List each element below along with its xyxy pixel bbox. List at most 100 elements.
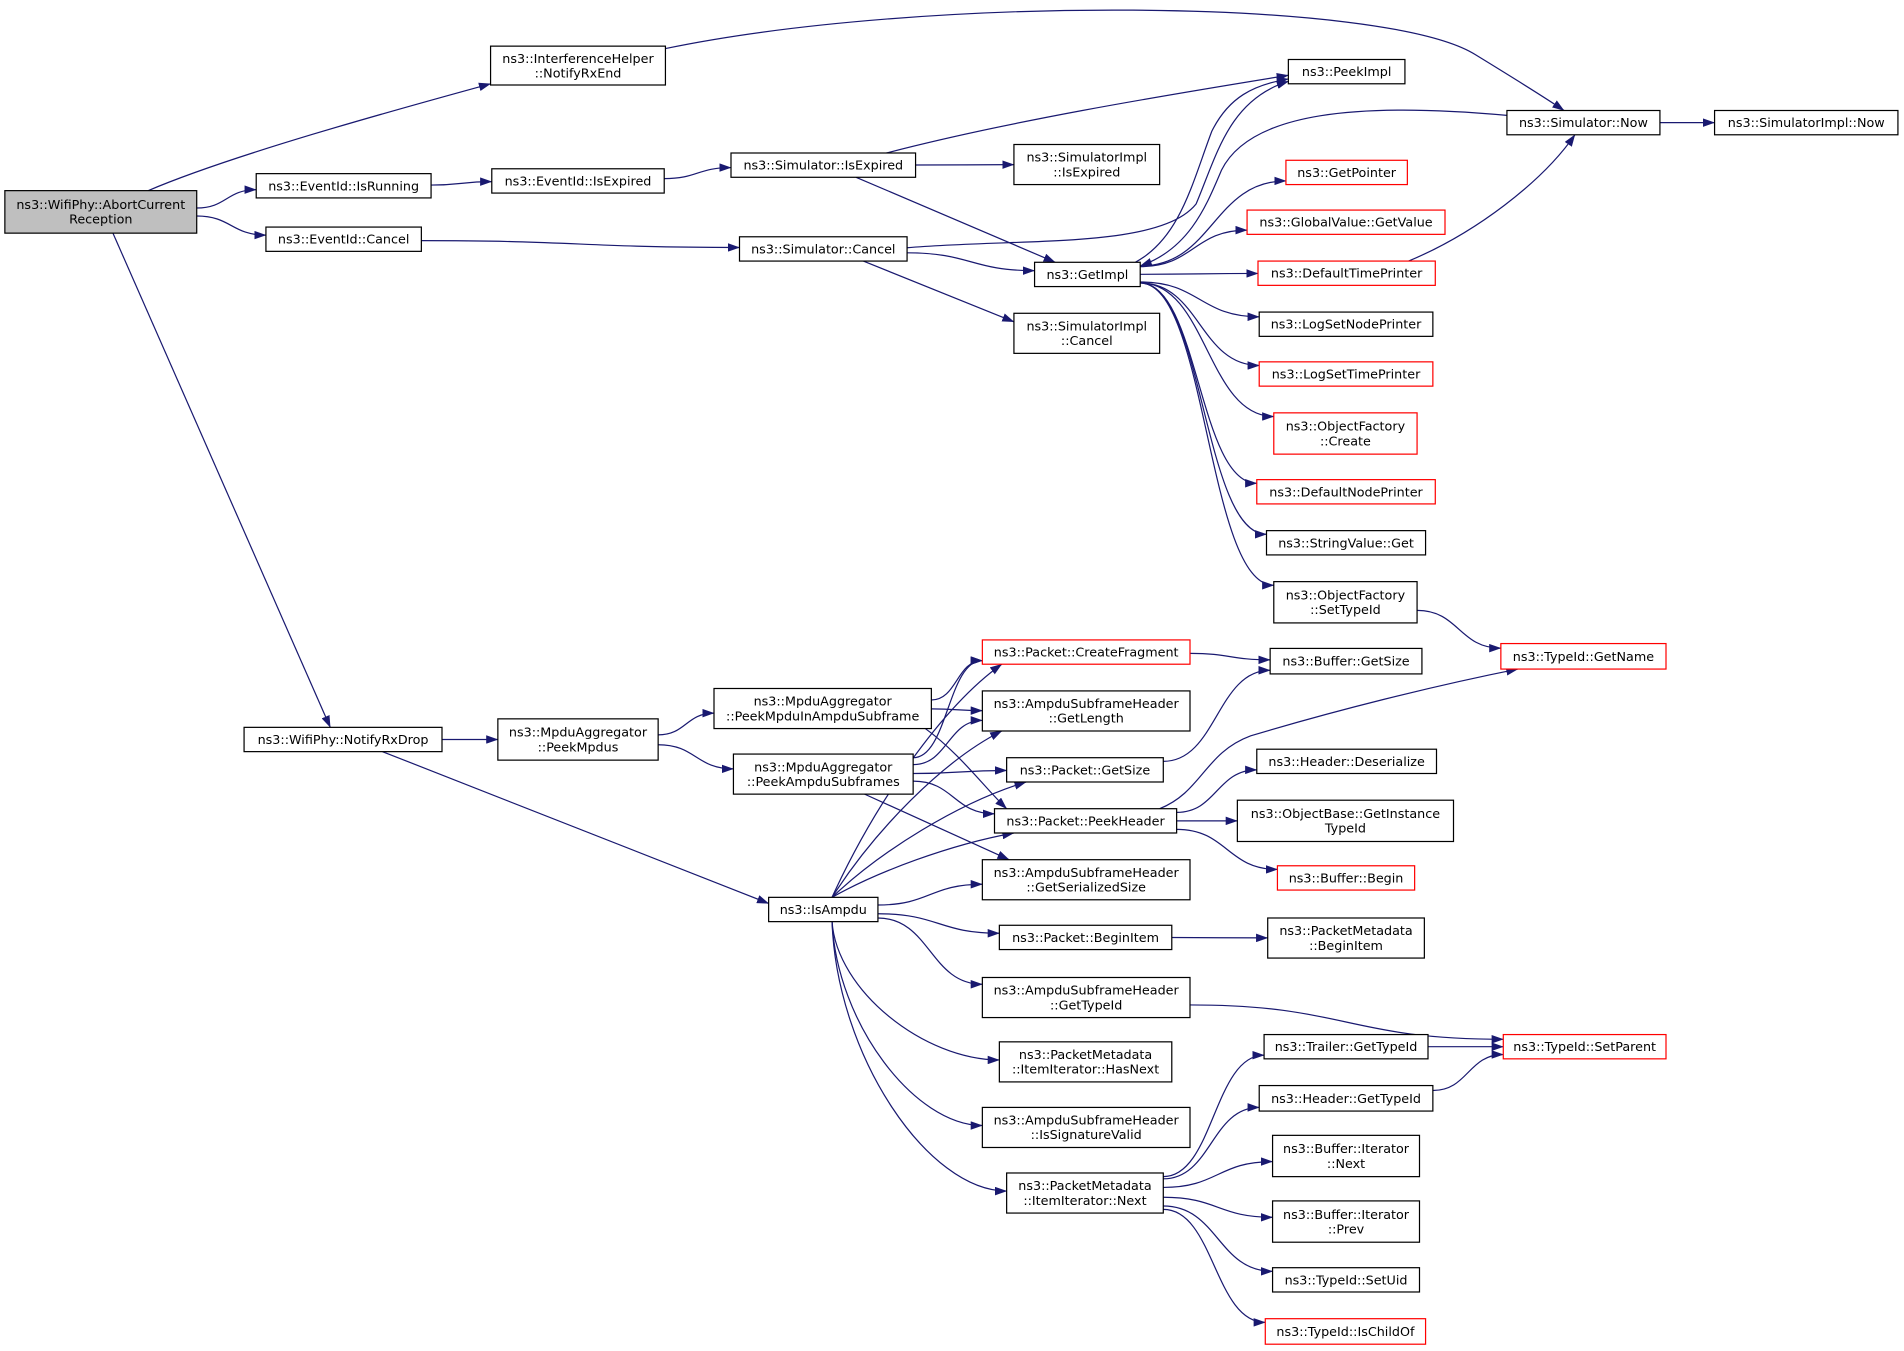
node-label: ns3::StringValue::Get <box>1278 536 1414 551</box>
node-isampdu[interactable]: ns3::IsAmpdu <box>768 896 879 923</box>
node-label-line: ::SetTypeId <box>1310 603 1381 618</box>
call-edge-packetmetadata-itemiterator-next-to-typeid-setuid <box>1163 1205 1274 1276</box>
node-typeid-getname[interactable]: ns3::TypeId::GetName <box>1500 642 1667 670</box>
node-label-line: Reception <box>69 213 132 228</box>
node-box <box>1276 865 1416 891</box>
node-eventid-isrunning[interactable]: ns3::EventId::IsRunning <box>255 173 432 199</box>
call-edge-getimpl-to-objectfactory-create <box>1140 282 1275 421</box>
node-simulatorimpl-now[interactable]: ns3::SimulatorImpl::Now <box>1713 109 1899 136</box>
node-label-line: ns3::ObjectFactory <box>1286 420 1406 435</box>
node-objectfactory-create[interactable]: ns3::ObjectFactory::Create <box>1273 412 1418 455</box>
node-label-line: ns3::Simulator::Cancel <box>751 242 895 257</box>
node-typeid-setparent[interactable]: ns3::TypeId::SetParent <box>1502 1033 1667 1060</box>
node-label-line: ns3::SimulatorImpl <box>1026 320 1147 335</box>
node-header-deserialize[interactable]: ns3::Header::Deserialize <box>1256 748 1438 775</box>
call-edge-mpduaggregator-peekmpduinampdusubframe-to-packet-peekheader <box>924 728 1008 810</box>
node-eventid-cancel[interactable]: ns3::EventId::Cancel <box>265 226 422 252</box>
node-mpduaggregator-peekmpduinampdusubframe[interactable]: ns3::MpduAggregator::PeekMpduInAmpduSubf… <box>713 687 932 730</box>
node-defaultnodeprinter[interactable]: ns3::DefaultNodePrinter <box>1256 479 1436 505</box>
call-edge-wifiphy-notifyrxdrop-to-isampdu <box>382 751 770 904</box>
node-objectfactory-settypeid[interactable]: ns3::ObjectFactory::SetTypeId <box>1273 581 1418 624</box>
node-defaulttimeprinter[interactable]: ns3::DefaultTimePrinter <box>1257 260 1436 286</box>
node-label-line: ns3::Simulator::IsExpired <box>743 159 903 174</box>
node-buffer-iterator-prev[interactable]: ns3::Buffer::Iterator::Prev <box>1271 1200 1421 1243</box>
node-buffer-getsize[interactable]: ns3::Buffer::GetSize <box>1269 647 1423 675</box>
node-label: ns3::PacketMetadata::ItemIterator::Next <box>1018 1179 1151 1209</box>
node-label-line: ns3::SimulatorImpl::Now <box>1728 116 1885 131</box>
node-logsetnodeprinter[interactable]: ns3::LogSetNodePrinter <box>1258 311 1434 337</box>
node-logsettimeprinter[interactable]: ns3::LogSetTimePrinter <box>1258 361 1434 387</box>
node-getpointer[interactable]: ns3::GetPointer <box>1285 159 1408 186</box>
call-edge-mpduaggregator-peekmpduinampdusubframe-to-ampdusubframeheader-getlength <box>931 706 983 715</box>
node-peekimpl[interactable]: ns3::PeekImpl <box>1287 58 1406 85</box>
call-edge-isampdu-to-packetmetadata-itemiterator-hasnext <box>831 921 1000 1065</box>
call-edge-isampdu-to-ampdusubframeheader-issignaturevalid <box>831 921 983 1130</box>
call-edge-isampdu-to-packetmetadata-itemiterator-next <box>831 921 1008 1196</box>
node-packet-peekheader[interactable]: ns3::Packet::PeekHeader <box>993 808 1178 834</box>
node-header-gettypeid[interactable]: ns3::Header::GetTypeId <box>1258 1084 1434 1112</box>
node-box <box>1271 1134 1421 1178</box>
node-stringvalue-get[interactable]: ns3::StringValue::Get <box>1265 530 1427 556</box>
node-box <box>1263 1033 1429 1060</box>
call-edge-isampdu-to-ampdusubframeheader-gettypeid <box>877 917 983 989</box>
node-simulatorimpl-isexpired[interactable]: ns3::SimulatorImpl::IsExpired <box>1013 143 1161 186</box>
node-globalvalue-getvalue[interactable]: ns3::GlobalValue::GetValue <box>1246 209 1446 235</box>
node-label-line: ns3::EventId::IsRunning <box>268 179 419 194</box>
node-label: ns3::MpduAggregator::PeekMpduInAmpduSubf… <box>726 695 919 725</box>
node-label-line: ns3::PacketMetadata <box>1018 1179 1151 1194</box>
node-buffer-iterator-next[interactable]: ns3::Buffer::Iterator::Next <box>1271 1134 1421 1178</box>
node-box <box>1500 642 1667 670</box>
call-edge-mpduaggregator-peekampdusubframes-to-packet-peekheader <box>913 780 995 819</box>
node-packet-beginitem[interactable]: ns3::Packet::BeginItem <box>998 924 1173 951</box>
node-label-line: ns3::Buffer::Iterator <box>1283 1142 1410 1157</box>
node-label-line: ns3::LogSetTimePrinter <box>1272 367 1421 382</box>
node-packetmetadata-beginitem[interactable]: ns3::PacketMetadata::BeginItem <box>1267 917 1425 959</box>
node-box <box>768 896 879 923</box>
node-label: ns3::ObjectFactory::Create <box>1286 420 1406 450</box>
node-trailer-gettypeid[interactable]: ns3::Trailer::GetTypeId <box>1263 1033 1429 1060</box>
node-label-line: ::GetTypeId <box>1050 998 1122 1013</box>
node-eventid-isexpired[interactable]: ns3::EventId::IsExpired <box>491 168 665 194</box>
node-box <box>265 226 422 252</box>
node-ampdusubframeheader-getlength[interactable]: ns3::AmpduSubframeHeader::GetLength <box>981 690 1191 732</box>
node-box <box>998 924 1173 951</box>
node-mpduaggregator-peekmpdus[interactable]: ns3::MpduAggregator::PeekMpdus <box>497 718 659 761</box>
call-edge-defaulttimeprinter-to-simulator-now <box>1408 134 1576 262</box>
node-packetmetadata-itemiterator-hasnext[interactable]: ns3::PacketMetadata::ItemIterator::HasNe… <box>998 1041 1173 1083</box>
node-label-line: ns3::LogSetNodePrinter <box>1271 318 1422 333</box>
node-simulator-now[interactable]: ns3::Simulator::Now <box>1506 109 1661 136</box>
call-edge-eventid-isrunning-to-eventid-isexpired <box>431 177 493 186</box>
node-ampdusubframeheader-gettypeid[interactable]: ns3::AmpduSubframeHeader::GetTypeId <box>981 976 1191 1019</box>
node-getimpl[interactable]: ns3::GetImpl <box>1033 261 1141 288</box>
node-label-line: ns3::Trailer::GetTypeId <box>1275 1040 1418 1055</box>
node-label-line: ::Prev <box>1328 1222 1365 1237</box>
node-packetmetadata-itemiterator-next[interactable]: ns3::PacketMetadata::ItemIterator::Next <box>1006 1172 1164 1214</box>
node-mpduaggregator-peekampdusubframes[interactable]: ns3::MpduAggregator::PeekAmpduSubframes <box>732 753 914 795</box>
node-simulatorimpl-cancel[interactable]: ns3::SimulatorImpl::Cancel <box>1013 312 1161 354</box>
node-label-line: ns3::AmpduSubframeHeader <box>994 866 1180 881</box>
node-box <box>1006 1172 1164 1214</box>
call-edge-isampdu-to-packet-peekheader <box>831 830 1015 898</box>
node-ampdusubframeheader-issignaturevalid[interactable]: ns3::AmpduSubframeHeader::IsSignatureVal… <box>981 1106 1191 1149</box>
node-packet-createfragment[interactable]: ns3::Packet::CreateFragment <box>981 639 1191 665</box>
node-box <box>1013 143 1161 186</box>
node-label-line: ::GetSerializedSize <box>1026 881 1146 896</box>
node-wifiphy-notifyrxdrop[interactable]: ns3::WifiPhy::NotifyRxDrop <box>243 726 443 753</box>
node-box <box>738 236 908 262</box>
node-simulator-isexpired[interactable]: ns3::Simulator::IsExpired <box>730 152 917 178</box>
node-simulator-cancel[interactable]: ns3::Simulator::Cancel <box>738 236 908 262</box>
node-label-line: ns3::GlobalValue::GetValue <box>1259 216 1432 231</box>
node-label: ns3::Simulator::IsExpired <box>743 159 903 174</box>
call-edge-simulator-cancel-to-getimpl <box>907 252 1036 275</box>
node-typeid-ischildof[interactable]: ns3::TypeId::IsChildOf <box>1264 1318 1427 1345</box>
node-buffer-begin[interactable]: ns3::Buffer::Begin <box>1276 865 1416 891</box>
node-packet-getsize[interactable]: ns3::Packet::GetSize <box>1006 757 1164 783</box>
node-box <box>981 859 1191 901</box>
node-typeid-setuid[interactable]: ns3::TypeId::SetUid <box>1271 1267 1421 1293</box>
node-ampdusubframeheader-getserializedsize[interactable]: ns3::AmpduSubframeHeader::GetSerializedS… <box>981 859 1191 901</box>
node-interferencehelper-notifyrxend[interactable]: ns3::InterferenceHelper::NotifyRxEnd <box>489 45 667 86</box>
call-edge-isampdu-to-packet-getsize <box>831 781 1027 898</box>
